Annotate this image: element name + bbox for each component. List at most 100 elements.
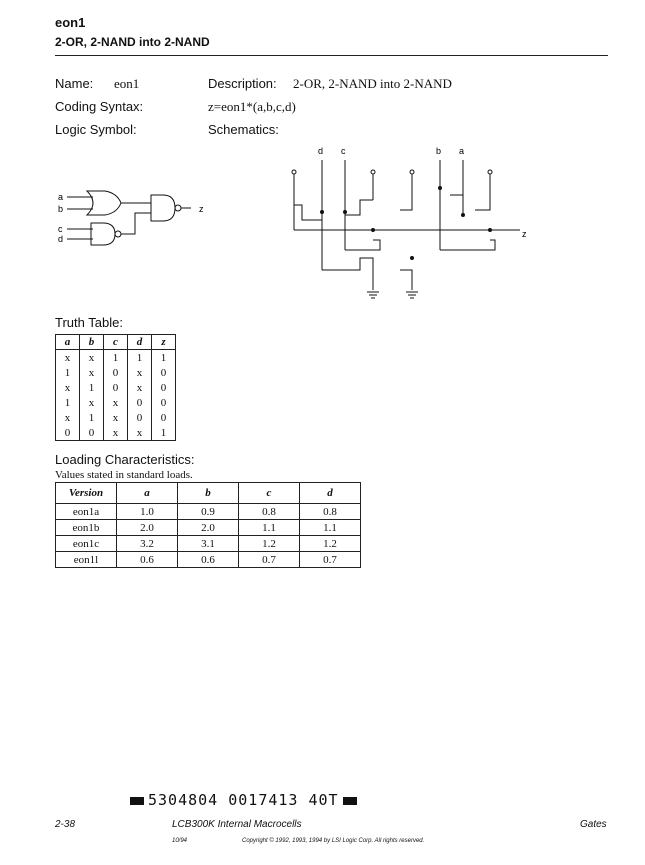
description-value: 2-OR, 2-NAND into 2-NAND xyxy=(293,76,452,91)
pin-z: z xyxy=(199,204,204,214)
coding-syntax-value: z=eon1*(a,b,c,d) xyxy=(208,99,296,114)
schematics-label: Schematics: xyxy=(208,122,279,137)
tt-cell: 1 xyxy=(151,349,176,365)
lt-cell: 1.1 xyxy=(238,519,300,536)
tt-cell: 0 xyxy=(151,380,176,395)
lt-cell: 0.8 xyxy=(238,503,300,520)
tt-cell: x xyxy=(103,395,128,410)
schematic-diagram: d c b a z xyxy=(291,146,527,299)
coding-syntax-label: Coding Syntax: xyxy=(55,99,144,114)
tt-cell: 0 xyxy=(151,365,176,380)
tt-cell: x xyxy=(103,410,128,425)
lt-cell: eon1l xyxy=(55,551,117,568)
tt-cell: 0 xyxy=(103,365,128,380)
loading-title: Loading Characteristics: xyxy=(55,452,195,467)
tt-cell: x xyxy=(79,395,104,410)
tt-cell: x xyxy=(79,365,104,380)
lt-cell: 0.7 xyxy=(238,551,300,568)
tt-cell: 0 xyxy=(64,426,71,439)
lt-cell: 2.0 xyxy=(116,519,178,536)
pin-c: c xyxy=(58,224,63,234)
lt-header-version: Version xyxy=(55,482,117,504)
loading-header-row: Version a b c d xyxy=(55,482,361,504)
tt-header-b: b xyxy=(79,334,104,350)
lt-cell: 0.8 xyxy=(299,503,361,520)
tt-cell: x xyxy=(79,349,104,365)
schematic-pin-d: d xyxy=(318,146,323,156)
barcode-block-icon xyxy=(342,797,357,806)
lt-cell: eon1a xyxy=(55,503,117,520)
tt-cell: x xyxy=(64,381,71,394)
lt-header-a: a xyxy=(116,482,178,504)
footer-book-title: LCB300K Internal Macrocells xyxy=(172,819,302,830)
lt-cell: 1.1 xyxy=(299,519,361,536)
loading-note: Values stated in standard loads. xyxy=(55,469,193,481)
tt-header-z: z xyxy=(151,334,176,350)
tt-cell: 0 xyxy=(151,395,176,410)
schematic-pin-a: a xyxy=(459,146,464,156)
pin-a: a xyxy=(58,192,63,202)
lt-cell: 1.2 xyxy=(299,535,361,552)
description-label: Description: xyxy=(208,76,277,91)
tt-cell: 1 xyxy=(79,410,104,425)
tt-cell: 0 xyxy=(127,410,152,425)
tt-cell: x xyxy=(64,411,71,424)
lt-cell: 1.2 xyxy=(238,535,300,552)
header-rule xyxy=(55,55,608,56)
logic-symbol-diagram: a b c d z xyxy=(58,190,204,246)
tt-cell: x xyxy=(127,365,152,380)
tt-cell: 0 xyxy=(127,395,152,410)
tt-cell: 1 xyxy=(64,366,71,379)
tt-cell: x xyxy=(127,380,152,395)
page-title: eon1 xyxy=(55,15,86,30)
lt-cell: 0.9 xyxy=(177,503,239,520)
lt-header-b: b xyxy=(177,482,239,504)
schematic-pin-c: c xyxy=(341,146,346,156)
tt-cell: 1 xyxy=(127,349,152,365)
barcode-strip: 5304804 0017413 40T xyxy=(130,791,357,810)
lt-cell: 3.1 xyxy=(177,535,239,552)
barcode-text: 5304804 0017413 40T xyxy=(148,791,339,809)
tt-header-d: d xyxy=(127,334,152,350)
name-value: eon1 xyxy=(114,76,140,91)
truth-table-title: Truth Table: xyxy=(55,315,123,330)
tt-cell: 0 xyxy=(79,425,104,441)
lt-header-c: c xyxy=(238,482,300,504)
lt-cell: 0.6 xyxy=(177,551,239,568)
lt-cell: 0.6 xyxy=(116,551,178,568)
footer-section: Gates xyxy=(580,819,607,830)
name-label: Name: xyxy=(55,76,94,91)
pin-b: b xyxy=(58,204,63,214)
lt-cell: eon1c xyxy=(55,535,117,552)
schematic-pin-z: z xyxy=(522,229,527,239)
lt-header-d: d xyxy=(299,482,361,504)
footer-page-number: 2-38 xyxy=(55,819,76,830)
tt-cell: 0 xyxy=(151,410,176,425)
lt-cell: 3.2 xyxy=(116,535,178,552)
logic-symbol-label: Logic Symbol: xyxy=(55,122,137,137)
tt-cell: x xyxy=(103,425,128,441)
barcode-block-icon xyxy=(130,797,144,806)
pin-d: d xyxy=(58,234,63,244)
tt-cell: x xyxy=(127,425,152,441)
tt-cell: 1 xyxy=(64,396,71,409)
tt-cell: 0 xyxy=(103,380,128,395)
schematic-pin-b: b xyxy=(436,146,441,156)
lt-cell: 0.7 xyxy=(299,551,361,568)
page-subtitle: 2-OR, 2-NAND into 2-NAND xyxy=(55,35,210,49)
lt-cell: 2.0 xyxy=(177,519,239,536)
lt-cell: eon1b xyxy=(55,519,117,536)
footer-copyright: Copyright © 1992, 1993, 1994 by LSI Logi… xyxy=(242,838,425,844)
truth-table-header-row: a b c d z xyxy=(55,334,176,350)
